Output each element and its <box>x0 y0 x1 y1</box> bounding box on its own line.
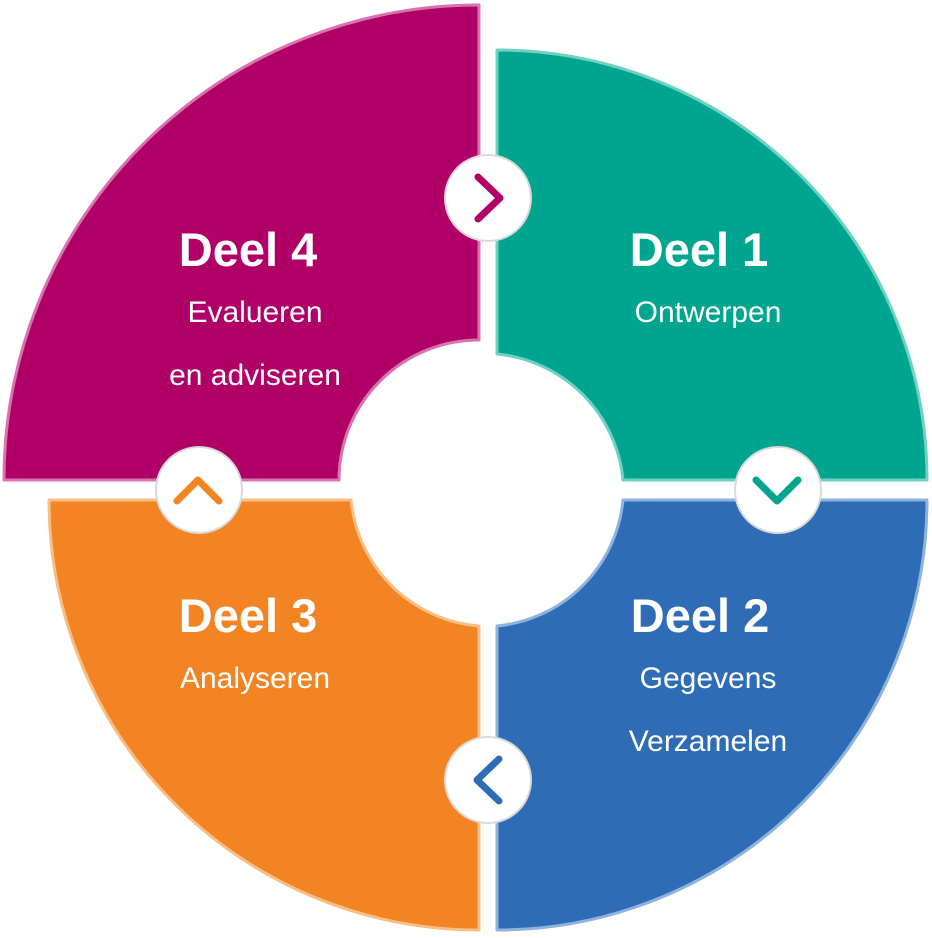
segment-4-line-2: en adviseren <box>169 359 341 392</box>
segment-4-title: Deel 4 <box>178 223 318 276</box>
segment-deel-2 <box>495 498 929 932</box>
chevron-left-icon <box>473 755 503 805</box>
segment-1-line-1: Ontwerpen <box>634 296 782 329</box>
chevron-right-icon <box>474 173 504 223</box>
connector-bottom <box>444 736 532 824</box>
chevron-down-icon <box>752 476 802 505</box>
connector-left <box>155 446 243 534</box>
chevron-up-icon <box>173 476 223 505</box>
segment-deel-4 <box>2 3 481 482</box>
segment-2-line-2: Verzamelen <box>628 725 788 758</box>
segment-4-line-1: Evalueren <box>187 296 323 329</box>
segment-3-line-1: Analyseren <box>179 662 331 695</box>
segment-1-title: Deel 1 <box>629 223 769 276</box>
connector-right <box>734 446 822 534</box>
segment-deel-3 <box>47 498 481 932</box>
connector-top <box>444 154 532 242</box>
segment-2-line-1: Gegevens <box>639 662 777 695</box>
segment-3-title: Deel 3 <box>178 589 318 642</box>
segment-2-title: Deel 2 <box>630 589 770 642</box>
segment-deel-1 <box>495 48 929 482</box>
